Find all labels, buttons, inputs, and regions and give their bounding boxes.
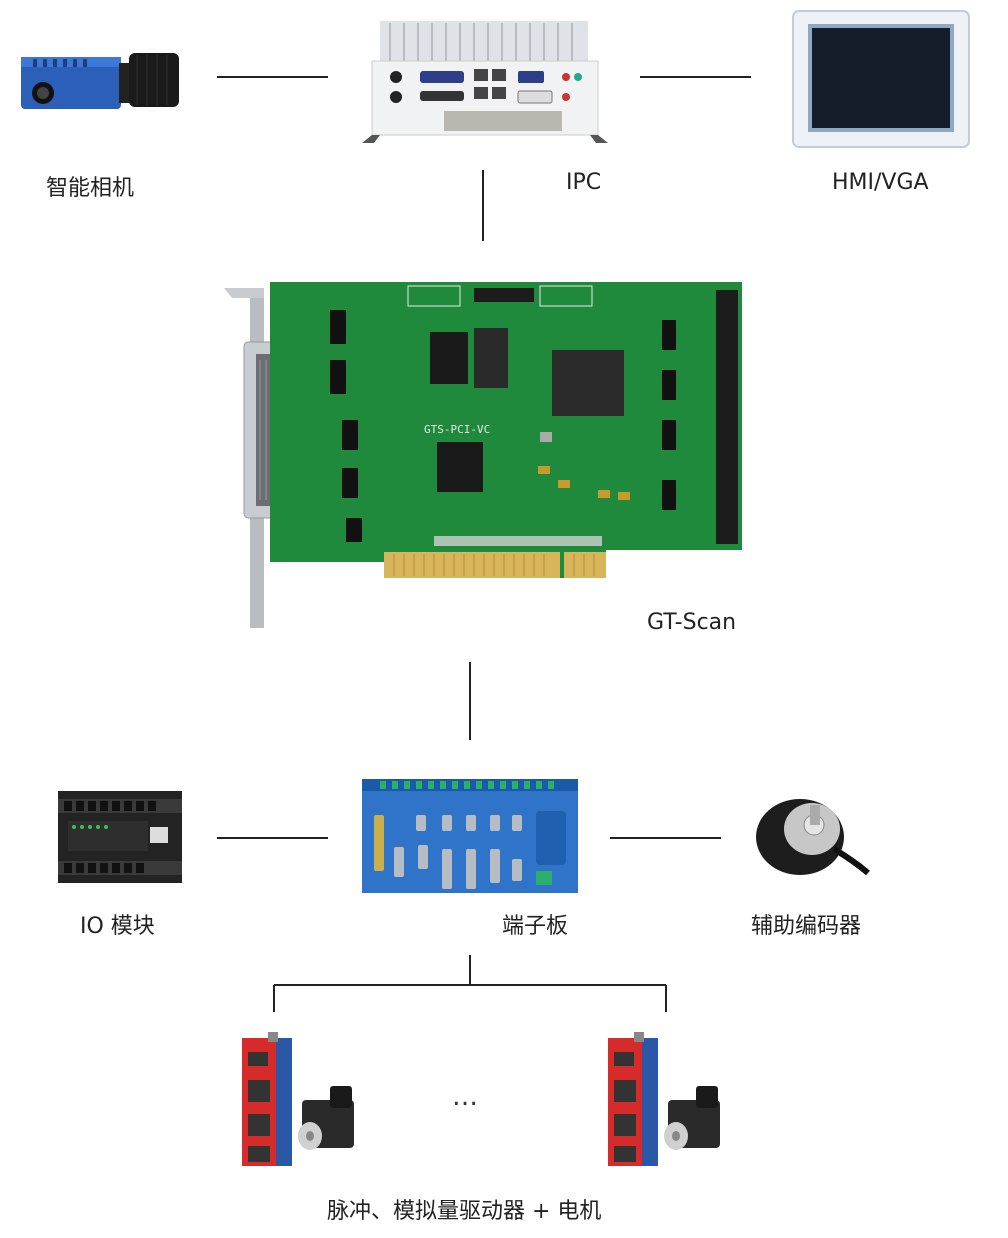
camera-label: 智能相机 <box>46 176 135 201</box>
servo-drive-and-motor-icon <box>242 1032 354 1166</box>
hmi-label: HMI/VGA <box>832 170 929 195</box>
encoder-label: 辅助编码器 <box>751 914 862 939</box>
ipc-label: IPC <box>566 170 602 195</box>
terminal-board-icon <box>362 779 578 893</box>
rotary-encoder-icon <box>756 799 870 876</box>
touch-panel-monitor-icon <box>792 10 970 148</box>
drives-ellipsis: … <box>452 1082 482 1112</box>
terminal-label: 端子板 <box>502 914 569 939</box>
pci-motion-control-card-icon: GTS-PCI-VC <box>224 282 742 628</box>
drives-label: 脉冲、模拟量驱动器 + 电机 <box>327 1199 602 1224</box>
io-label: IO 模块 <box>80 914 155 939</box>
servo-drive-and-motor-icon-2 <box>608 1032 720 1166</box>
industrial-camera-icon <box>21 53 179 109</box>
io-module-icon <box>58 791 182 883</box>
card-silkscreen: GTS-PCI-VC <box>424 423 490 436</box>
industrial-pc-icon <box>362 21 608 143</box>
card-label: GT-Scan <box>647 610 737 635</box>
